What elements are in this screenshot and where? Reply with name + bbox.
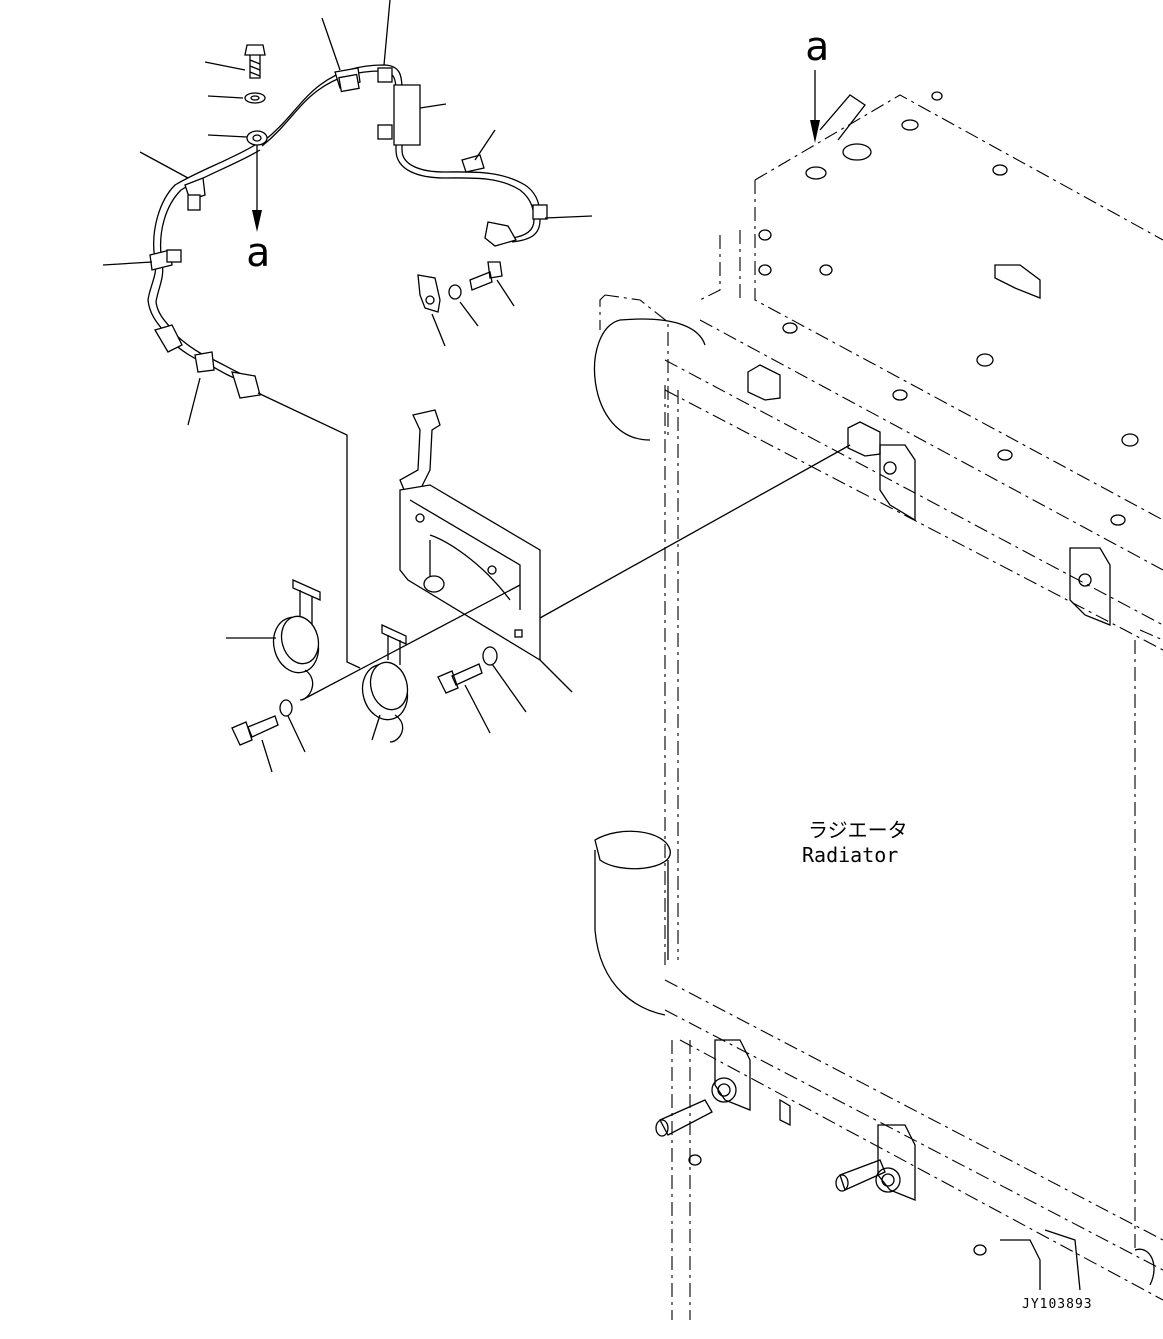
view-label-top: a bbox=[805, 24, 829, 70]
view-arrow-top bbox=[810, 70, 820, 143]
radiator-assembly bbox=[593, 91, 1163, 1320]
wire-harness bbox=[102, 0, 593, 426]
radiator-label-jp: ラジエータ bbox=[808, 818, 908, 842]
view-label-left: a bbox=[246, 230, 270, 276]
drawing-number: JY103893 bbox=[1022, 1297, 1093, 1312]
horn-bracket bbox=[226, 392, 851, 773]
radiator-label-en: Radiator bbox=[802, 843, 898, 867]
